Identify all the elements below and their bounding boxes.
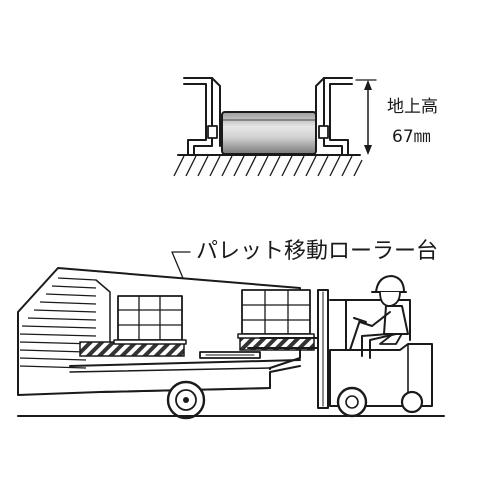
roller-plate (199, 351, 261, 359)
pallet-left (79, 295, 187, 357)
truck-wheel (166, 380, 206, 420)
roller-detail: 地上高 67㎜ (173, 77, 438, 177)
ground-hatch (173, 154, 363, 177)
pallet-right (237, 289, 315, 351)
height-value: 67㎜ (392, 127, 431, 147)
forklift-operator (359, 275, 409, 359)
scene-title: パレット移動ローラー台 (196, 239, 438, 264)
roller-cylinder (221, 111, 317, 155)
right-frame (315, 77, 353, 155)
height-label: 地上高 (387, 97, 438, 117)
left-frame (183, 77, 221, 155)
height-dimension-arrow (355, 79, 377, 155)
